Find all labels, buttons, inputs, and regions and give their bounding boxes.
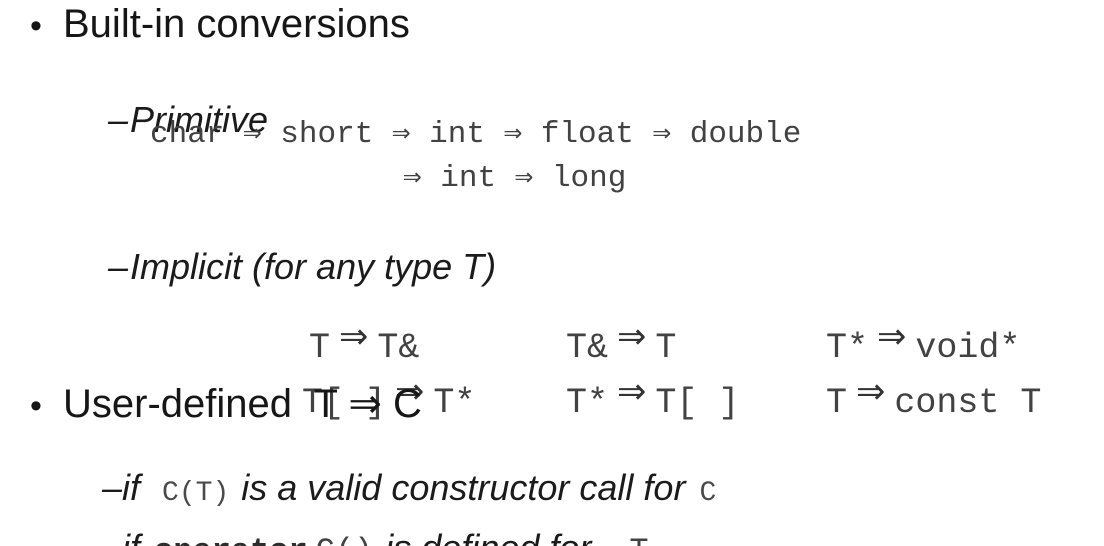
- conversion-from: T*: [566, 382, 609, 423]
- conversion-from: T*: [826, 327, 869, 368]
- operator-rule-text: is defined for: [385, 527, 591, 546]
- arrow-icon: ⇒: [339, 316, 369, 357]
- arrow-icon: ⇒: [395, 371, 425, 412]
- conversion-cell: T*⇒void*: [742, 288, 1020, 406]
- arrow-icon: ⇒: [617, 316, 647, 357]
- user-defined-title: User-defined T ⇒ C: [63, 382, 422, 426]
- dash-icon: –: [102, 527, 122, 546]
- operator-call-code: C(): [316, 533, 374, 546]
- if-word: if: [122, 527, 140, 546]
- conversion-cell: T*⇒T[ ]: [482, 343, 739, 461]
- conversion-from: T: [309, 327, 331, 368]
- conversion-to: const T: [894, 382, 1042, 423]
- arrow-icon: ⇒: [877, 316, 907, 357]
- primitive-chain-line2: ⇒ int ⇒ long: [403, 161, 627, 196]
- user-defined-bullet-line: • User-defined T ⇒ C: [30, 382, 422, 426]
- dash-icon: –: [108, 246, 131, 288]
- constructor-call-code: C(T): [162, 478, 230, 510]
- if-word: if: [122, 467, 141, 509]
- arrow-icon: ⇒: [617, 371, 647, 412]
- type-code: T: [629, 533, 648, 546]
- conversion-cell: T⇒T&: [225, 288, 419, 406]
- primitive-label: Primitive: [130, 99, 269, 141]
- implicit-subitem: –Implicit (for any type T): [68, 205, 496, 329]
- implicit-label: Implicit (for any type T): [130, 246, 497, 288]
- class-code: C: [699, 478, 717, 510]
- conversion-cell: T[ ]⇒T*: [218, 343, 475, 461]
- builtin-bullet-line: • Built-in conversions: [30, 2, 410, 46]
- dash-icon: –: [108, 99, 131, 141]
- primitive-chain-line1: char ⇒ short ⇒ int ⇒ float ⇒ double: [150, 117, 802, 152]
- conversion-from: T[ ]: [302, 382, 387, 423]
- conversion-to: T*: [433, 382, 476, 423]
- arrow-icon: ⇒: [856, 371, 886, 412]
- bullet-icon: •: [30, 387, 42, 425]
- conversion-from: T: [826, 382, 848, 423]
- builtin-title: Built-in conversions: [63, 2, 410, 46]
- operator-rule-line: –if operator C() is defined for T: [62, 483, 649, 546]
- conversion-to: T[ ]: [655, 382, 740, 423]
- bullet-icon: •: [30, 7, 42, 45]
- conversion-to: T: [655, 327, 677, 368]
- conversion-to: void*: [915, 327, 1021, 368]
- conversion-to: T&: [377, 327, 420, 368]
- primitive-subitem: –Primitive: [68, 58, 268, 182]
- dash-icon: –: [102, 467, 123, 509]
- conversion-from: T&: [566, 327, 609, 368]
- conversion-cell: T⇒const T: [742, 343, 1041, 461]
- operator-keyword-code: operator: [154, 533, 308, 546]
- constructor-rule-text: is a valid constructor call for: [241, 467, 686, 509]
- conversion-cell: T&⇒T: [482, 288, 676, 406]
